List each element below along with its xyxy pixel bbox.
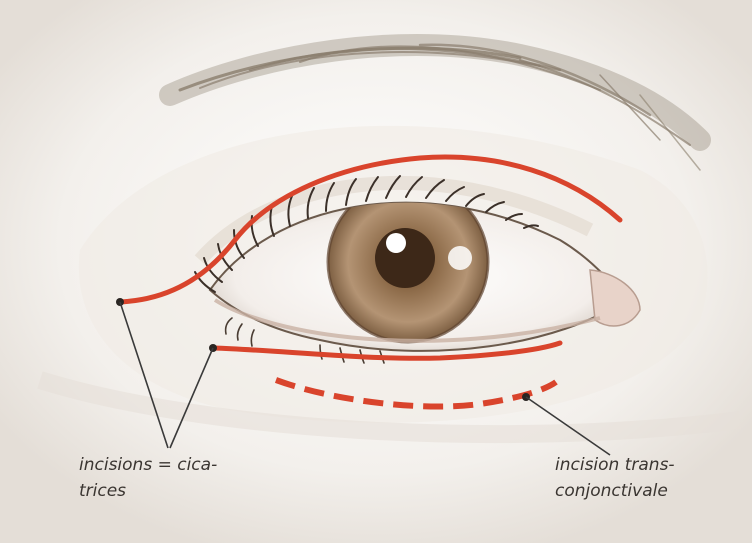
incisions-label-line1: incisions = cica- bbox=[79, 452, 217, 478]
pupil-highlight bbox=[386, 233, 406, 253]
transconjunctival-label-line2: conjonctivale bbox=[555, 478, 675, 504]
incisions-scars-label: incisions = cica- trices bbox=[79, 452, 217, 504]
transconjunctival-label-line1: incision trans- bbox=[555, 452, 675, 478]
transconjunctival-incision-label: incision trans- conjonctivale bbox=[555, 452, 675, 504]
pupil bbox=[375, 228, 435, 288]
incisions-label-line2: trices bbox=[79, 478, 217, 504]
iris-highlight bbox=[448, 246, 472, 270]
